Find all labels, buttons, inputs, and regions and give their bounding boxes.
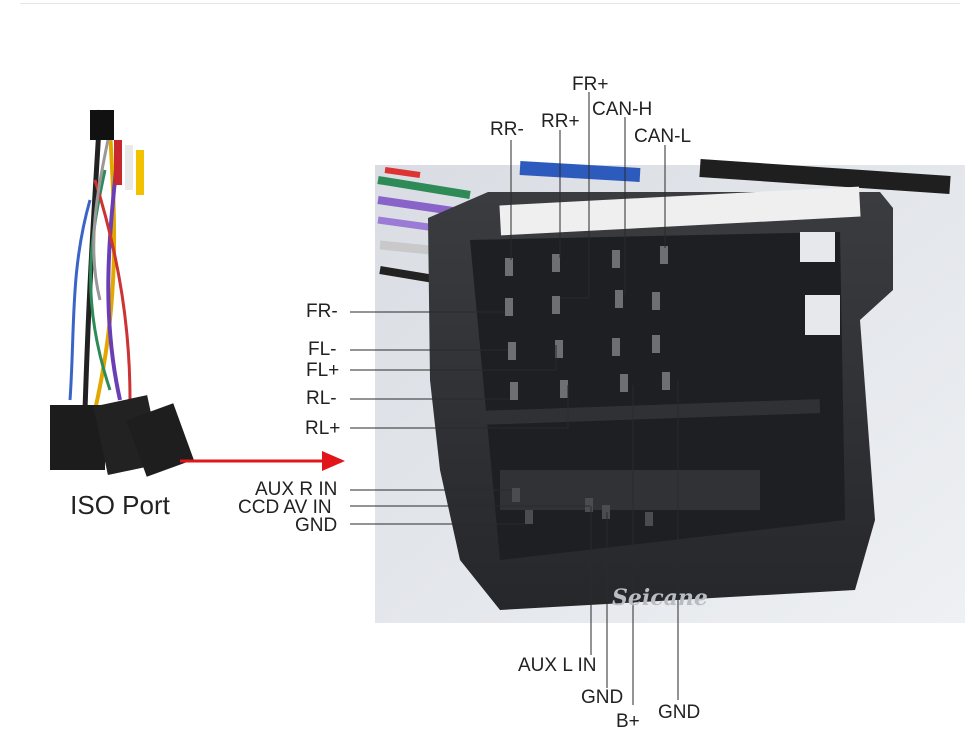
- label-aux-l-in: AUX L IN: [518, 655, 597, 676]
- iso-harness-image: [50, 109, 194, 477]
- label-b-plus: B+: [616, 711, 640, 732]
- side-window-1: [800, 232, 835, 262]
- side-window-2: [805, 295, 840, 335]
- label-fr-minus: FR-: [306, 301, 338, 322]
- label-gnd-bottom-1: GND: [581, 687, 624, 708]
- label-fr-plus: FR+: [572, 74, 609, 95]
- label-gnd-left: GND: [295, 515, 338, 536]
- label-gnd-bottom-2: GND: [658, 702, 701, 723]
- watermark: Seicane: [612, 585, 708, 611]
- lower-pin-row: [500, 470, 760, 526]
- label-fl-minus: FL-: [308, 339, 337, 360]
- label-rr-minus: RR-: [490, 119, 524, 140]
- red-arrow: [180, 451, 345, 471]
- top-divider: [20, 3, 960, 4]
- label-fl-plus: FL+: [306, 360, 340, 381]
- connector-label-strip: [499, 186, 861, 236]
- label-rr-plus: RR+: [541, 111, 580, 132]
- label-rl-minus: RL-: [306, 388, 337, 409]
- divider-rail: [479, 399, 821, 425]
- upper-pin-grid: [505, 246, 670, 400]
- iso-port-title: ISO Port: [70, 490, 170, 520]
- label-rl-plus: RL+: [305, 418, 341, 439]
- label-can-l: CAN-L: [634, 126, 692, 147]
- label-can-h: CAN-H: [592, 99, 653, 120]
- label-aux-r-in: AUX R IN: [255, 479, 338, 500]
- leader-lines: [350, 92, 679, 705]
- label-ccd-av-in: CCD AV IN: [238, 497, 332, 518]
